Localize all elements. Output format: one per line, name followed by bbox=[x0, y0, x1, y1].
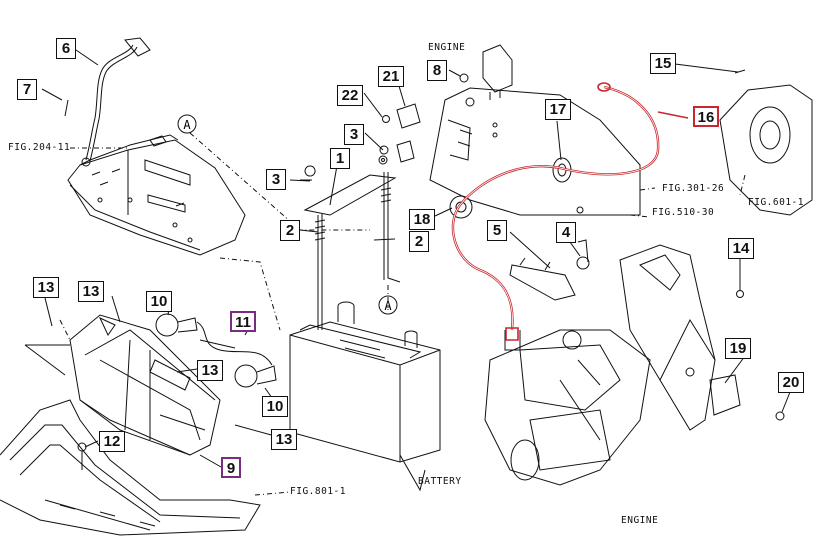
callout-15[interactable]: 15 bbox=[650, 53, 676, 74]
callout-21[interactable]: 21 bbox=[378, 66, 404, 87]
battery-holder-drawing bbox=[300, 155, 401, 330]
callout-2[interactable]: 2 bbox=[409, 231, 429, 252]
ref-a-circle bbox=[378, 295, 398, 315]
callout-8[interactable]: 8 bbox=[427, 60, 447, 81]
callout-13[interactable]: 13 bbox=[197, 360, 223, 381]
callout-1[interactable]: 1 bbox=[330, 148, 350, 169]
callout-9[interactable]: 9 bbox=[221, 457, 241, 478]
callout-20[interactable]: 20 bbox=[778, 372, 804, 393]
battery-drawing bbox=[289, 301, 441, 492]
battery-cable-drawing bbox=[81, 37, 151, 167]
headlamp-drawing bbox=[24, 313, 277, 456]
label-fig-301-26[interactable]: FIG.301-26 bbox=[662, 183, 725, 194]
callout-13[interactable]: 13 bbox=[271, 429, 297, 450]
callout-22[interactable]: 22 bbox=[337, 85, 363, 106]
callout-10[interactable]: 10 bbox=[146, 291, 172, 312]
engine-detail-drawing bbox=[484, 329, 651, 486]
callout-7[interactable]: 7 bbox=[17, 79, 37, 100]
battery-tray-drawing bbox=[67, 134, 246, 256]
ref-a-text: A bbox=[183, 118, 191, 132]
ref-a-circle bbox=[177, 114, 197, 134]
relay-drawing bbox=[379, 44, 513, 163]
frame-bracket-drawing bbox=[619, 244, 785, 431]
callout-5[interactable]: 5 bbox=[487, 220, 507, 241]
label-fig-510-30[interactable]: FIG.510-30 bbox=[652, 207, 715, 218]
callout-3[interactable]: 3 bbox=[344, 124, 364, 145]
callout-13[interactable]: 13 bbox=[78, 281, 104, 302]
ref-a-text: A bbox=[384, 299, 392, 313]
label-engine-top: ENGINE bbox=[428, 42, 466, 53]
label-fig-204-11[interactable]: FIG.204-11 bbox=[8, 142, 71, 153]
hose-ends bbox=[505, 82, 689, 341]
callout-10[interactable]: 10 bbox=[262, 396, 288, 417]
callout-19[interactable]: 19 bbox=[725, 338, 751, 359]
line-art bbox=[0, 37, 813, 536]
highlighted-hose bbox=[451, 85, 660, 331]
highlighted-hose-core bbox=[452, 86, 659, 331]
callout-18[interactable]: 18 bbox=[409, 209, 435, 230]
callout-17[interactable]: 17 bbox=[545, 99, 571, 120]
engine-panel-drawing bbox=[429, 87, 641, 219]
leader-lines bbox=[59, 132, 746, 496]
callout-12[interactable]: 12 bbox=[99, 431, 125, 452]
callout-14[interactable]: 14 bbox=[728, 238, 754, 259]
callout-11[interactable]: 11 bbox=[230, 311, 256, 332]
callout-4[interactable]: 4 bbox=[556, 222, 576, 243]
callout-13[interactable]: 13 bbox=[33, 277, 59, 298]
callout-2[interactable]: 2 bbox=[280, 220, 300, 241]
drive-unit-drawing bbox=[719, 69, 813, 216]
callout-6[interactable]: 6 bbox=[56, 38, 76, 59]
label-battery: BATTERY bbox=[418, 476, 462, 487]
label-fig-801-1[interactable]: FIG.801-1 bbox=[290, 486, 346, 497]
label-engine-bottom: ENGINE bbox=[621, 515, 659, 526]
callout-leaders bbox=[41, 49, 791, 468]
sensor-drawing bbox=[509, 239, 590, 301]
callout-3[interactable]: 3 bbox=[266, 169, 286, 190]
label-fig-601-1[interactable]: FIG.601-1 bbox=[748, 197, 804, 208]
callout-16[interactable]: 16 bbox=[693, 106, 719, 127]
